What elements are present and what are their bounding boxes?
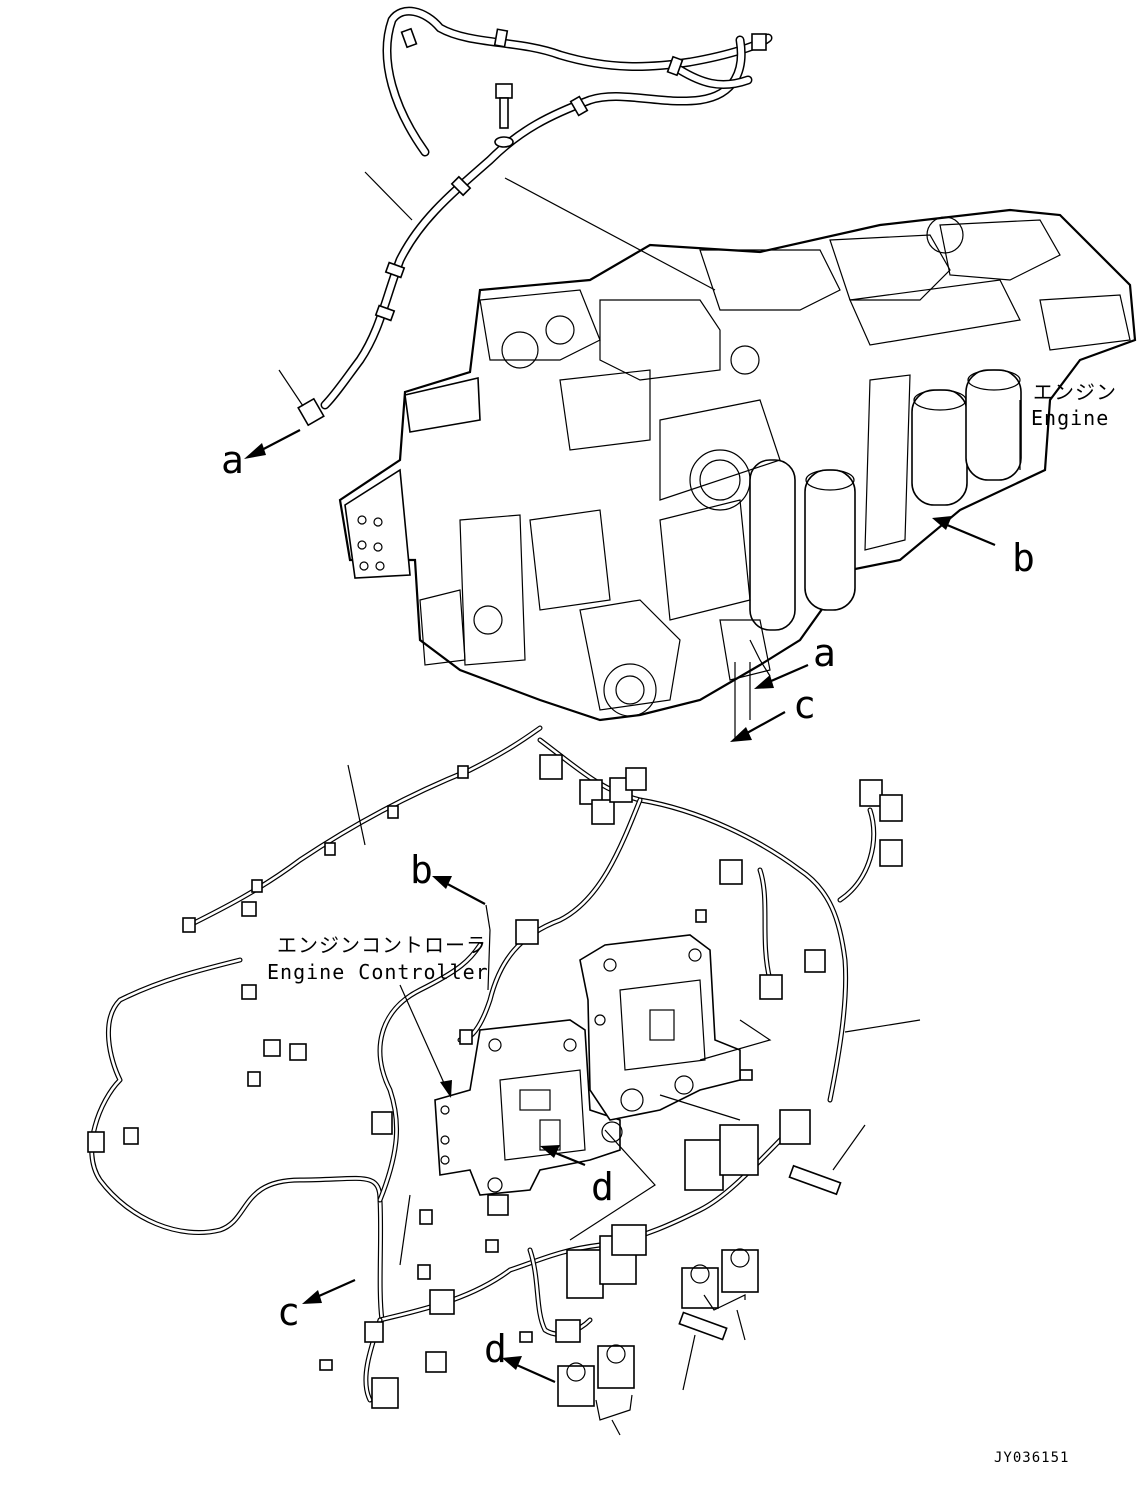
- engine-label-jp: エンジン: [1033, 380, 1117, 404]
- wiring-harness: [87, 725, 921, 1436]
- engine-block: [338, 208, 1137, 740]
- engine-label-en: Engine: [1031, 406, 1109, 430]
- arrow-c-lower: [302, 1278, 356, 1304]
- callout-d-lower: d: [484, 1327, 507, 1371]
- callout-b-lower: b: [410, 848, 433, 892]
- arrow-c-engine: [730, 711, 786, 742]
- engine-controller-right: [579, 934, 741, 1121]
- controller-label-jp: エンジンコントローラ: [277, 933, 487, 957]
- arrow-b-right: [932, 516, 996, 547]
- callout-b-right: b: [1012, 536, 1035, 580]
- arrow-a-engine: [754, 663, 809, 689]
- callout-a-upper: a: [221, 438, 244, 482]
- callout-c-lower: c: [277, 1290, 300, 1334]
- arrow-b-lower: [432, 876, 486, 905]
- callout-d-center: d: [591, 1165, 614, 1209]
- callout-a-lower: a: [813, 631, 836, 675]
- engine-controller-left: [434, 1019, 623, 1196]
- drawing-id: JY036151: [994, 1450, 1069, 1466]
- arrow-a-upper: [244, 429, 301, 459]
- upper-hose-assembly: [278, 6, 773, 427]
- arrow-d-center: [540, 1145, 586, 1167]
- controller-label-en: Engine Controller: [267, 960, 489, 984]
- callout-c-upper: c: [793, 683, 816, 727]
- arrow-d-lower: [502, 1356, 556, 1384]
